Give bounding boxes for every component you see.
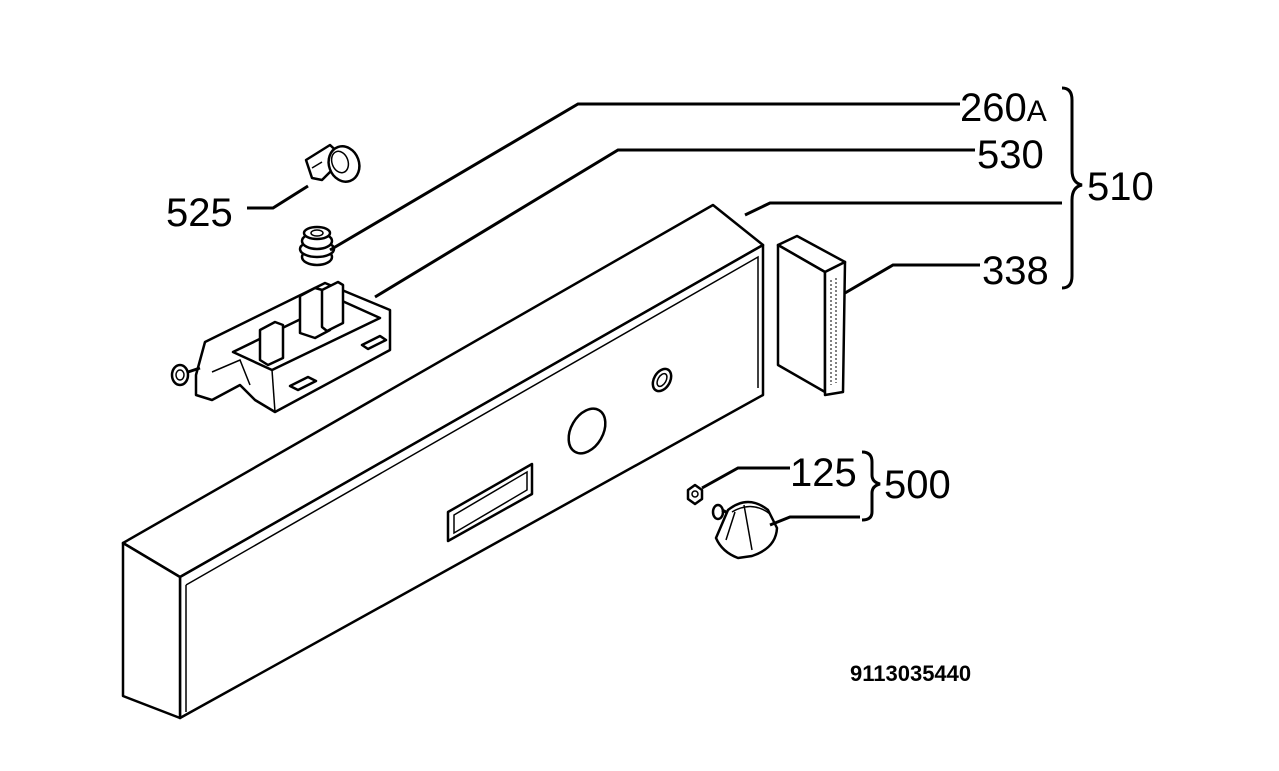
label-525: 525 (166, 191, 233, 235)
part-125-nut (686, 483, 704, 506)
control-panel (121, 203, 765, 720)
display-window (446, 462, 534, 543)
brace-510 (1061, 86, 1083, 290)
part-525-lamp (304, 143, 361, 183)
label-500: 500 (884, 463, 951, 507)
part-260a-bracket (170, 280, 392, 414)
brace-500 (861, 450, 881, 522)
part-530-grommet (298, 225, 336, 267)
label-338: 338 (982, 249, 1049, 293)
label-530: 530 (977, 133, 1044, 177)
part-500-knob (711, 500, 779, 560)
leader-lines (247, 102, 1062, 527)
indicator-hole (651, 367, 673, 393)
part-338-connector (776, 234, 847, 397)
document-number: 9113035440 (850, 661, 971, 686)
label-260a: 260A (960, 86, 1047, 130)
knob-hole (567, 407, 607, 455)
label-125: 125 (790, 451, 857, 495)
label-510: 510 (1087, 165, 1154, 209)
